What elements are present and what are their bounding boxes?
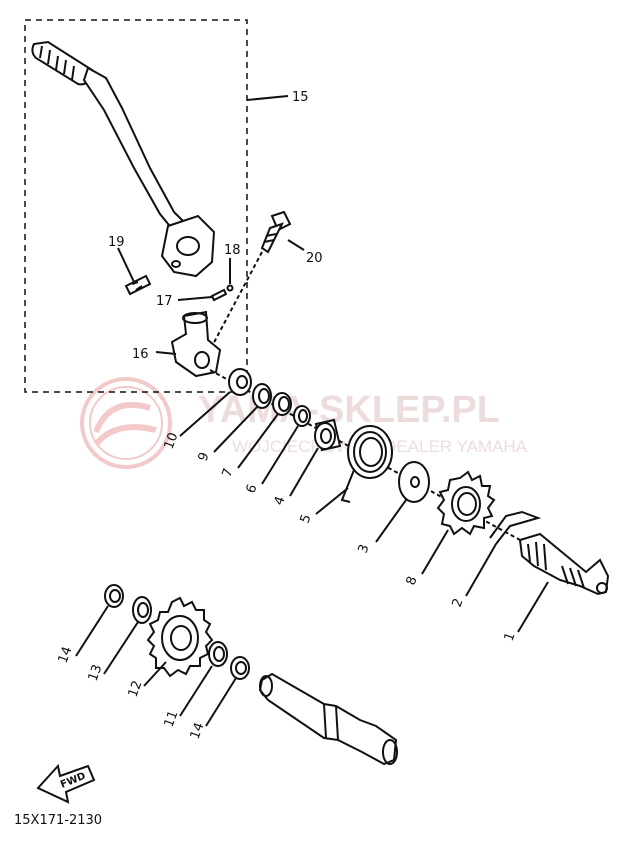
label-19: 19 [108, 235, 125, 250]
kick-lever-assembly-box [24, 19, 248, 393]
label-8: 8 [404, 574, 421, 587]
label-4: 4 [272, 494, 289, 507]
circlip-14-upper [104, 584, 124, 608]
idle-gear-shaft [258, 672, 398, 766]
bolt-19 [124, 274, 152, 296]
ball-18 [226, 284, 234, 292]
label-10: 10 [162, 431, 182, 452]
forward-arrow-icon: FWD [36, 763, 96, 804]
kick-shaft-1 [518, 532, 610, 596]
pin-17 [210, 288, 228, 302]
label-11: 11 [162, 709, 182, 730]
label-18: 18 [224, 243, 241, 258]
circlip-14-lower [230, 656, 250, 680]
label-5: 5 [298, 512, 315, 525]
label-17: 17 [156, 294, 173, 309]
label-3: 3 [356, 542, 373, 555]
label-7: 7 [220, 466, 237, 479]
label-12: 12 [126, 679, 146, 700]
label-14-upper: 14 [56, 645, 76, 666]
watermark-logo [80, 377, 172, 469]
label-9: 9 [196, 450, 213, 463]
bolt-20 [260, 210, 292, 254]
washer-13 [132, 596, 152, 624]
label-6: 6 [244, 482, 261, 495]
label-13: 13 [86, 663, 106, 684]
label-15: 15 [292, 90, 309, 105]
watermark-brand: YAMA-SKLEP.PL [198, 389, 500, 431]
washer-6 [293, 405, 311, 427]
idle-gear-12 [146, 596, 214, 678]
clip-2 [489, 510, 542, 545]
circlip-7 [272, 392, 292, 416]
diagram-code: 15X171-2130 [14, 813, 102, 828]
washer-9 [252, 383, 272, 409]
kick-crank-lever [31, 40, 216, 278]
label-2: 2 [450, 596, 467, 609]
kick-boss-16 [170, 310, 222, 378]
label-14-lower: 14 [188, 721, 208, 742]
label-20: 20 [306, 251, 323, 266]
label-16: 16 [132, 347, 149, 362]
torsion-spring-5 [340, 425, 393, 503]
washer-3 [398, 461, 430, 503]
washer-10 [228, 368, 252, 396]
collar-4 [314, 418, 342, 452]
label-1: 1 [502, 630, 519, 643]
ratchet-gear-8 [436, 470, 496, 536]
washer-11 [208, 641, 228, 667]
